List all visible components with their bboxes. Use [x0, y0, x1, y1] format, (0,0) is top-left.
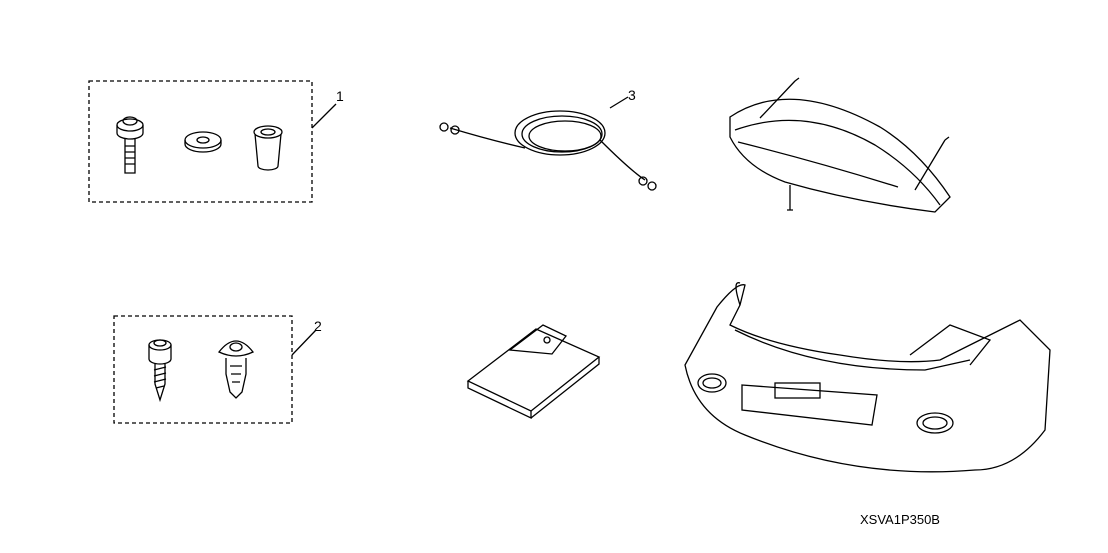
callout-2: 2 [314, 318, 322, 334]
front-bumper-guard [729, 77, 951, 213]
instruction-manual-icon [466, 324, 601, 420]
callout-1: 1 [336, 88, 344, 104]
push-clip-icon [217, 340, 255, 399]
nut-insert-icon [253, 125, 283, 171]
screw-icon [148, 339, 172, 403]
diagram-code: XSVA1P350B [860, 512, 940, 527]
washer-icon [184, 131, 222, 153]
callout-3: 3 [628, 87, 636, 103]
front-bumper [684, 282, 1051, 473]
hardware-kit-2 [113, 315, 317, 424]
hardware-kit-1 [88, 80, 337, 203]
cable-assembly [439, 96, 657, 191]
bolt-with-washer-icon [116, 116, 144, 174]
